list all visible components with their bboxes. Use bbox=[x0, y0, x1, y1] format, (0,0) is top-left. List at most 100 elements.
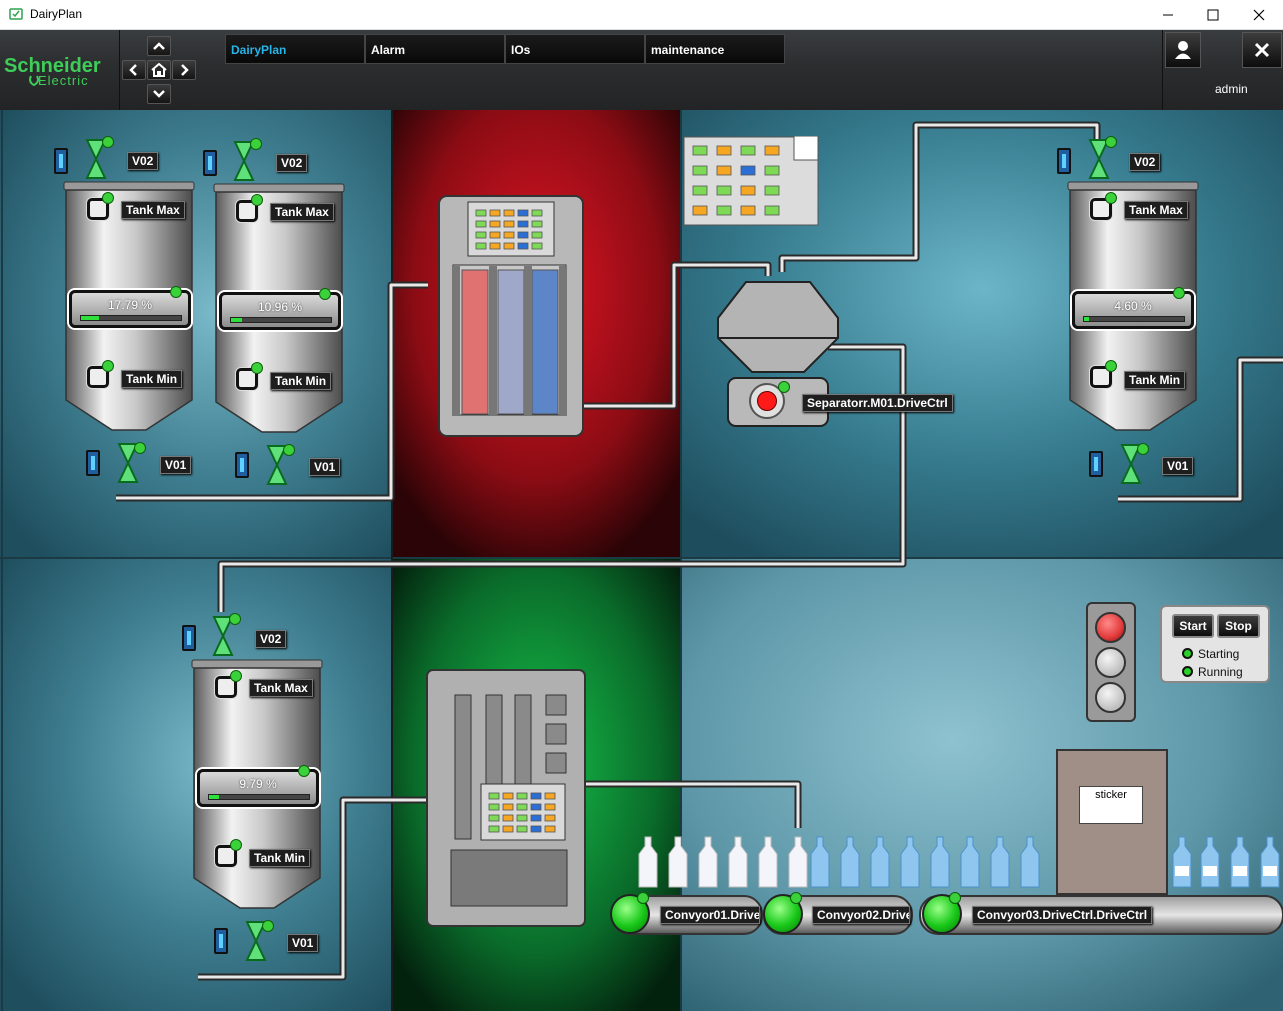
panel-indicator bbox=[489, 209, 501, 217]
tank4-v01-valve-icon[interactable] bbox=[245, 920, 267, 962]
tank2-v01-valve-icon[interactable] bbox=[266, 444, 288, 486]
tank1-v02-valve-icon[interactable] bbox=[85, 138, 107, 180]
bottle-icon bbox=[1230, 836, 1250, 888]
traffic-light-red bbox=[1095, 612, 1126, 643]
panel-indicator bbox=[530, 803, 542, 811]
tank1-min-sensor-icon bbox=[87, 366, 109, 388]
tank4-level-display[interactable]: 9.79 % bbox=[197, 769, 319, 807]
minimize-button[interactable] bbox=[1145, 0, 1191, 30]
tank1-v01-valve-icon[interactable] bbox=[117, 442, 139, 484]
process-view: V02 Tank Max 17.79 % Tank Min V01 V02 Ta… bbox=[0, 110, 1283, 1011]
status-running-label: Running bbox=[1198, 665, 1243, 679]
conveyor2-motor-button[interactable] bbox=[763, 894, 803, 934]
chevron-up-icon bbox=[153, 42, 165, 50]
panel-indicator bbox=[516, 792, 528, 800]
menu-alarm[interactable]: Alarm bbox=[365, 34, 505, 64]
heat-exchanger-display bbox=[475, 209, 543, 250]
user-icon bbox=[1175, 41, 1191, 59]
panel-indicator bbox=[516, 814, 528, 822]
tank3-max-label: Tank Max bbox=[1124, 201, 1188, 219]
tank1-max-label: Tank Max bbox=[121, 201, 185, 219]
panel-indicator bbox=[516, 803, 528, 811]
traffic-light-yellow bbox=[1095, 647, 1126, 678]
tank1-max-sensor-icon bbox=[87, 198, 109, 220]
panel-indicator bbox=[475, 209, 487, 217]
user-button[interactable] bbox=[1165, 32, 1201, 68]
separator-status-button[interactable] bbox=[749, 383, 785, 419]
bottle-icon bbox=[810, 836, 830, 888]
nav-left-button[interactable] bbox=[122, 60, 146, 80]
separator-drive-label: Separatorr.M01.DriveCtrl bbox=[802, 394, 953, 412]
panel-indicator bbox=[503, 231, 515, 239]
panel-indicator bbox=[530, 825, 542, 833]
nav-up-button[interactable] bbox=[147, 36, 171, 56]
tank2-inlet-probe-icon bbox=[203, 150, 217, 176]
panel-indicator bbox=[764, 165, 780, 176]
tank1-min-status-icon bbox=[102, 360, 114, 372]
panel-indicator bbox=[531, 231, 543, 239]
tank2-level-value: 10.96 % bbox=[257, 300, 303, 314]
bottle-icon bbox=[668, 836, 688, 888]
panel-indicator bbox=[503, 209, 515, 217]
tank4-v02-valve-icon[interactable] bbox=[212, 615, 234, 657]
status-starting-led bbox=[1182, 648, 1193, 659]
bottle-icon bbox=[1260, 836, 1280, 888]
tank4-level-fill bbox=[209, 795, 219, 799]
tank4-level-status-icon bbox=[298, 765, 310, 777]
bottle-icon bbox=[1172, 836, 1192, 888]
bottle-icon bbox=[698, 836, 718, 888]
start-button[interactable]: Start bbox=[1172, 614, 1214, 638]
maximize-button[interactable] bbox=[1190, 0, 1236, 30]
tank3-v02-valve-icon[interactable] bbox=[1088, 138, 1110, 180]
panel-indicator bbox=[488, 814, 500, 822]
panel-indicator bbox=[764, 145, 780, 156]
tank2-v02-valve-icon[interactable] bbox=[233, 140, 255, 182]
tank2-level-display[interactable]: 10.96 % bbox=[219, 292, 341, 330]
menu-ios[interactable]: IOs bbox=[505, 34, 645, 64]
tank4-v02-label: V02 bbox=[255, 630, 287, 648]
tank1-v02-label: V02 bbox=[127, 152, 159, 170]
title-bar: DairyPlan bbox=[0, 0, 1283, 30]
panel-indicator bbox=[517, 231, 529, 239]
conveyor3-status-icon bbox=[949, 892, 961, 904]
panel-indicator bbox=[740, 185, 756, 196]
panel-indicator bbox=[692, 165, 708, 176]
window-close-button[interactable] bbox=[1236, 0, 1282, 30]
tank1-inlet-probe-icon bbox=[54, 148, 68, 174]
tank2-level-bar bbox=[230, 317, 332, 323]
tank4-v01-status-icon bbox=[262, 920, 274, 932]
tank3-min-status-icon bbox=[1105, 360, 1117, 372]
menu-dairyplan[interactable]: DairyPlan bbox=[225, 34, 365, 64]
tank3-level-bar bbox=[1083, 316, 1185, 322]
panel-indicator bbox=[531, 209, 543, 217]
nav-right-button[interactable] bbox=[172, 60, 196, 80]
logo-line2: Electric bbox=[38, 73, 89, 88]
bottle-icon bbox=[960, 836, 980, 888]
tank1-level-value: 17.79 % bbox=[107, 298, 153, 312]
panel-indicator bbox=[516, 825, 528, 833]
bottle-icon bbox=[728, 836, 748, 888]
tank3-min-sensor-icon bbox=[1090, 366, 1112, 388]
bottle-icon bbox=[1020, 836, 1040, 888]
panel-indicator bbox=[489, 231, 501, 239]
tank3-min-label: Tank Min bbox=[1124, 371, 1186, 389]
panel-indicator bbox=[692, 145, 708, 156]
panel-indicator bbox=[716, 165, 732, 176]
stop-button[interactable]: Stop bbox=[1217, 614, 1260, 638]
tank3-v01-valve-icon[interactable] bbox=[1120, 443, 1142, 485]
tank1-max-status-icon bbox=[102, 192, 114, 204]
sticker-label: sticker bbox=[1095, 789, 1127, 801]
panel-indicator bbox=[544, 814, 556, 822]
tank2-min-sensor-icon bbox=[236, 368, 258, 390]
tank2-outlet-probe-icon bbox=[235, 452, 249, 478]
nav-home-button[interactable] bbox=[147, 60, 171, 80]
nav-down-button[interactable] bbox=[147, 84, 171, 104]
panel-indicator bbox=[692, 185, 708, 196]
tank3-v01-status-icon bbox=[1137, 443, 1149, 455]
menu-maintenance[interactable]: maintenance bbox=[645, 34, 785, 64]
app-close-button[interactable] bbox=[1242, 32, 1282, 68]
bottle-icon bbox=[870, 836, 890, 888]
status-starting: Starting bbox=[1182, 647, 1239, 661]
tank1-level-display[interactable]: 17.79 % bbox=[69, 290, 191, 328]
tank3-level-display[interactable]: 4.60 % bbox=[1072, 291, 1194, 329]
